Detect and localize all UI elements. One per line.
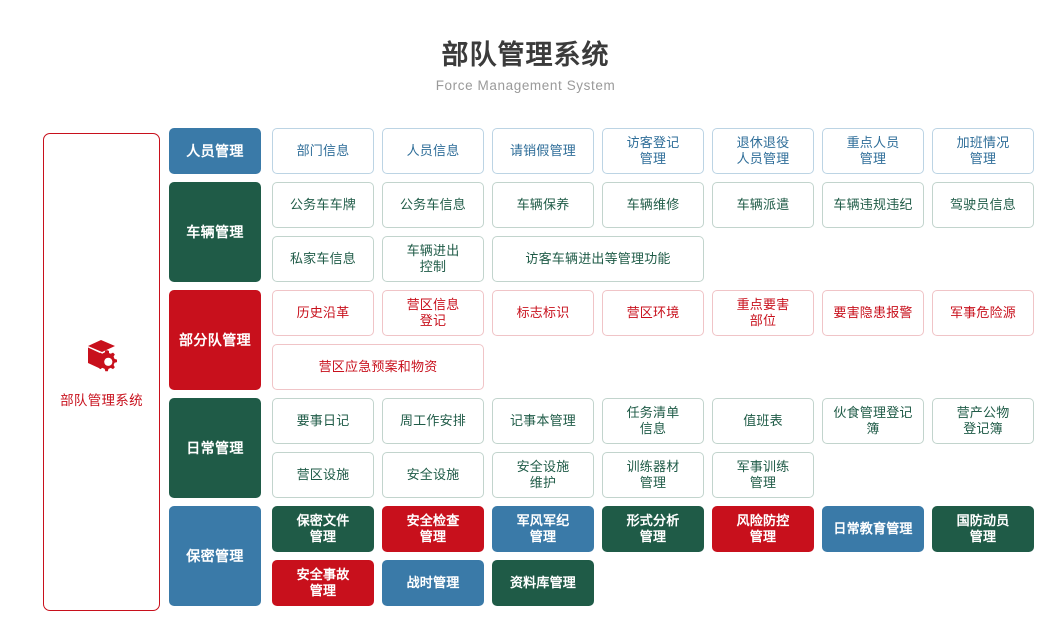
category-保密管理[interactable]: 保密管理 (169, 506, 261, 606)
tile-周工作安排[interactable]: 周工作安排 (382, 398, 484, 444)
module-grid: 人员管理部门信息人员信息请销假管理访客登记管理退休退役人员管理重点人员管理加班情… (169, 128, 1041, 614)
tile-伙食管理登记簿[interactable]: 伙食管理登记簿 (822, 398, 924, 444)
tile-私家车信息[interactable]: 私家车信息 (272, 236, 374, 282)
module-section: 车辆管理公务车车牌公务车信息车辆保养车辆维修车辆派遣车辆违规违纪驾驶员信息私家车… (169, 182, 1041, 282)
tile-资料库管理[interactable]: 资料库管理 (492, 560, 594, 606)
tile-公务车信息[interactable]: 公务车信息 (382, 182, 484, 228)
module-row: 保密文件管理安全检查管理军风军纪管理形式分析管理风险防控管理日常教育管理国防动员… (272, 506, 1041, 552)
tile-营区应急预案和物资[interactable]: 营区应急预案和物资 (272, 344, 484, 390)
tile-值班表[interactable]: 值班表 (712, 398, 814, 444)
tile-训练器材管理[interactable]: 训练器材管理 (602, 452, 704, 498)
tile-加班情况管理[interactable]: 加班情况管理 (932, 128, 1034, 174)
tile-历史沿革[interactable]: 历史沿革 (272, 290, 374, 336)
tile-国防动员管理[interactable]: 国防动员管理 (932, 506, 1034, 552)
tile-车辆派遣[interactable]: 车辆派遣 (712, 182, 814, 228)
category-日常管理[interactable]: 日常管理 (169, 398, 261, 498)
module-row: 营区设施安全设施安全设施维护训练器材管理军事训练管理 (272, 452, 1041, 498)
box-gear-icon (79, 336, 125, 380)
module-row: 营区应急预案和物资 (272, 344, 1041, 390)
tile-军风军纪管理[interactable]: 军风军纪管理 (492, 506, 594, 552)
tile-军事危险源[interactable]: 军事危险源 (932, 290, 1034, 336)
tile-访客登记管理[interactable]: 访客登记管理 (602, 128, 704, 174)
section-rows: 历史沿革营区信息登记标志标识营区环境重点要害部位要害隐患报警军事危险源营区应急预… (272, 290, 1041, 390)
module-row: 私家车信息车辆进出控制访客车辆进出等管理功能 (272, 236, 1041, 282)
tile-任务清单信息[interactable]: 任务清单信息 (602, 398, 704, 444)
section-rows: 要事日记周工作安排记事本管理任务清单信息值班表伙食管理登记簿营产公物登记簿营区设… (272, 398, 1041, 498)
tile-车辆保养[interactable]: 车辆保养 (492, 182, 594, 228)
module-row: 历史沿革营区信息登记标志标识营区环境重点要害部位要害隐患报警军事危险源 (272, 290, 1041, 336)
tile-安全事故管理[interactable]: 安全事故管理 (272, 560, 374, 606)
tile-公务车车牌[interactable]: 公务车车牌 (272, 182, 374, 228)
tile-形式分析管理[interactable]: 形式分析管理 (602, 506, 704, 552)
module-section: 日常管理要事日记周工作安排记事本管理任务清单信息值班表伙食管理登记簿营产公物登记… (169, 398, 1041, 498)
tile-退休退役人员管理[interactable]: 退休退役人员管理 (712, 128, 814, 174)
category-部分队管理[interactable]: 部分队管理 (169, 290, 261, 390)
page-subtitle: Force Management System (435, 78, 616, 93)
tile-重点人员管理[interactable]: 重点人员管理 (822, 128, 924, 174)
tile-要害隐患报警[interactable]: 要害隐患报警 (822, 290, 924, 336)
tile-人员信息[interactable]: 人员信息 (382, 128, 484, 174)
tile-访客车辆进出等管理功能[interactable]: 访客车辆进出等管理功能 (492, 236, 704, 282)
tile-记事本管理[interactable]: 记事本管理 (492, 398, 594, 444)
tile-要事日记[interactable]: 要事日记 (272, 398, 374, 444)
module-row: 要事日记周工作安排记事本管理任务清单信息值班表伙食管理登记簿营产公物登记簿 (272, 398, 1041, 444)
page-header: 部队管理系统 Force Management System (0, 38, 1051, 95)
tile-保密文件管理[interactable]: 保密文件管理 (272, 506, 374, 552)
tile-营区环境[interactable]: 营区环境 (602, 290, 704, 336)
tile-风险防控管理[interactable]: 风险防控管理 (712, 506, 814, 552)
module-row: 部门信息人员信息请销假管理访客登记管理退休退役人员管理重点人员管理加班情况管理 (272, 128, 1041, 174)
tile-安全检查管理[interactable]: 安全检查管理 (382, 506, 484, 552)
tile-请销假管理[interactable]: 请销假管理 (492, 128, 594, 174)
tile-安全设施维护[interactable]: 安全设施维护 (492, 452, 594, 498)
module-row: 安全事故管理战时管理资料库管理 (272, 560, 1041, 606)
tile-日常教育管理[interactable]: 日常教育管理 (822, 506, 924, 552)
category-车辆管理[interactable]: 车辆管理 (169, 182, 261, 282)
tile-战时管理[interactable]: 战时管理 (382, 560, 484, 606)
tile-车辆违规违纪[interactable]: 车辆违规违纪 (822, 182, 924, 228)
tile-安全设施[interactable]: 安全设施 (382, 452, 484, 498)
section-rows: 部门信息人员信息请销假管理访客登记管理退休退役人员管理重点人员管理加班情况管理 (272, 128, 1041, 174)
tile-标志标识[interactable]: 标志标识 (492, 290, 594, 336)
page-title: 部队管理系统 (441, 40, 610, 70)
section-rows: 保密文件管理安全检查管理军风军纪管理形式分析管理风险防控管理日常教育管理国防动员… (272, 506, 1041, 606)
sidebar-brand-panel[interactable]: 部队管理系统 (43, 133, 160, 611)
tile-车辆维修[interactable]: 车辆维修 (602, 182, 704, 228)
tile-部门信息[interactable]: 部门信息 (272, 128, 374, 174)
tile-车辆进出控制[interactable]: 车辆进出控制 (382, 236, 484, 282)
module-section: 人员管理部门信息人员信息请销假管理访客登记管理退休退役人员管理重点人员管理加班情… (169, 128, 1041, 174)
tile-营区设施[interactable]: 营区设施 (272, 452, 374, 498)
tile-营区信息登记[interactable]: 营区信息登记 (382, 290, 484, 336)
tile-重点要害部位[interactable]: 重点要害部位 (712, 290, 814, 336)
module-row: 公务车车牌公务车信息车辆保养车辆维修车辆派遣车辆违规违纪驾驶员信息 (272, 182, 1041, 228)
module-section: 部分队管理历史沿革营区信息登记标志标识营区环境重点要害部位要害隐患报警军事危险源… (169, 290, 1041, 390)
tile-驾驶员信息[interactable]: 驾驶员信息 (932, 182, 1034, 228)
tile-营产公物登记簿[interactable]: 营产公物登记簿 (932, 398, 1034, 444)
module-section: 保密管理保密文件管理安全检查管理军风军纪管理形式分析管理风险防控管理日常教育管理… (169, 506, 1041, 606)
category-人员管理[interactable]: 人员管理 (169, 128, 261, 174)
sidebar-brand-label: 部队管理系统 (60, 392, 143, 408)
section-rows: 公务车车牌公务车信息车辆保养车辆维修车辆派遣车辆违规违纪驾驶员信息私家车信息车辆… (272, 182, 1041, 282)
tile-军事训练管理[interactable]: 军事训练管理 (712, 452, 814, 498)
